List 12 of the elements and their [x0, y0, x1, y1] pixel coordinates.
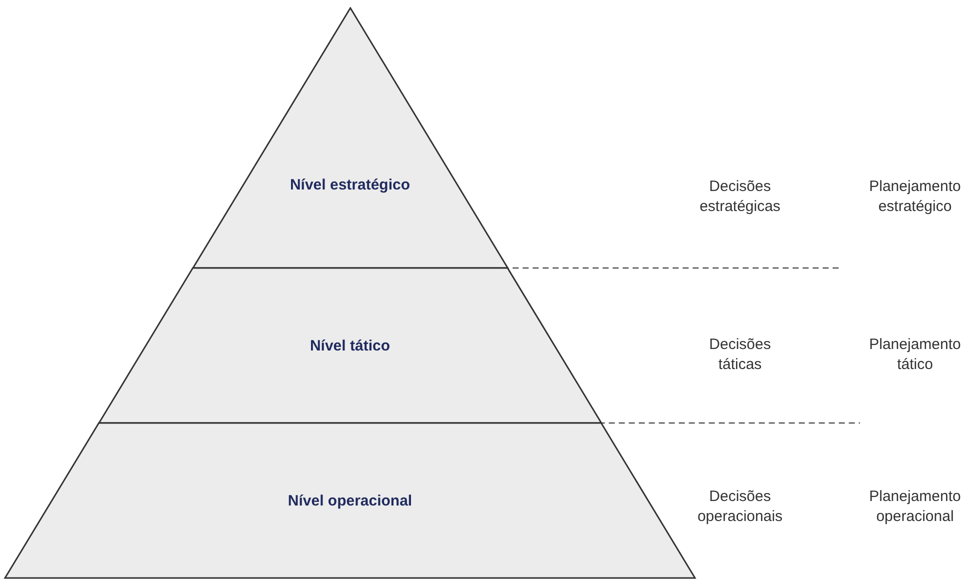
- planning-label: Planejamento estratégico: [868, 177, 962, 217]
- decision-label: Decisões estratégicas: [698, 177, 782, 217]
- pyramid-top-level: [190, 7, 510, 269]
- planning-label: Planejamento operacional: [868, 487, 962, 527]
- pyramid-level-band: [96, 267, 604, 424]
- pyramid-level-band: [3, 422, 697, 579]
- level-label: Nível operacional: [288, 492, 412, 509]
- level-label: Nível tático: [310, 337, 390, 354]
- planning-label: Planejamento tático: [868, 335, 962, 375]
- level-label: Nível estratégico: [290, 176, 410, 194]
- decision-label: Decisões operacionais: [696, 487, 784, 527]
- decision-label: Decisões táticas: [708, 335, 772, 375]
